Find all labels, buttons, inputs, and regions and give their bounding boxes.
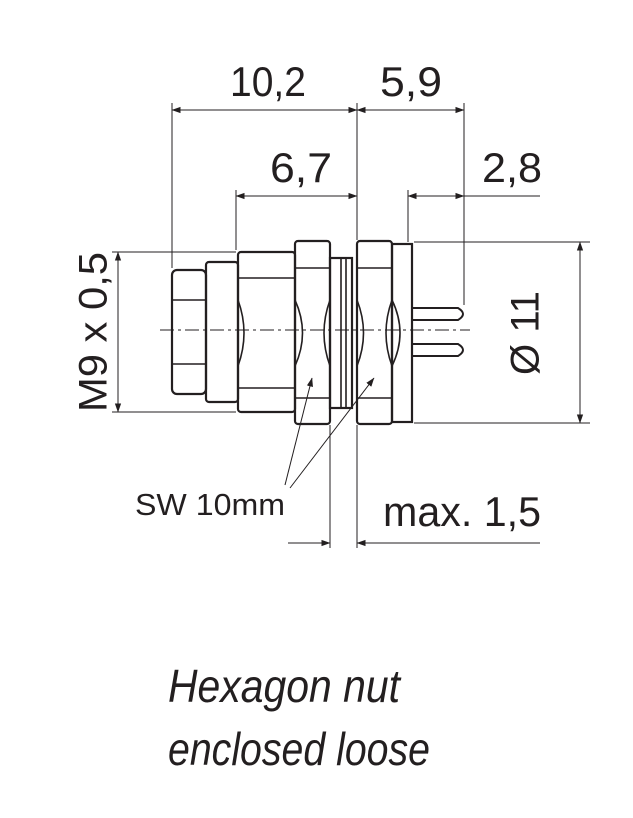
detail-lines — [172, 258, 401, 408]
rear-flange — [390, 242, 414, 424]
label-thread: M9 x 0,5 — [72, 252, 116, 412]
socket-end — [170, 268, 208, 396]
caption-line-1: Hexagon nut — [168, 660, 402, 712]
label-wrench-size: SW 10mm — [135, 487, 285, 522]
dimension-lines — [114, 106, 584, 547]
label-length-rear: 5,9 — [380, 58, 442, 105]
caption-line-2: enclosed loose — [168, 723, 430, 775]
label-length-front: 6,7 — [270, 144, 332, 191]
wrench-leaders — [284, 377, 375, 489]
pin-upper — [412, 307, 464, 321]
label-diameter: Ø 11 — [504, 291, 548, 375]
pin-lower — [412, 343, 464, 357]
label-length-body: 10,2 — [230, 58, 306, 105]
label-panel-thickness: max. 1,5 — [383, 488, 541, 535]
front-ring — [204, 260, 240, 404]
label-length-pins: 2,8 — [482, 144, 542, 191]
solder-pins — [412, 307, 464, 357]
